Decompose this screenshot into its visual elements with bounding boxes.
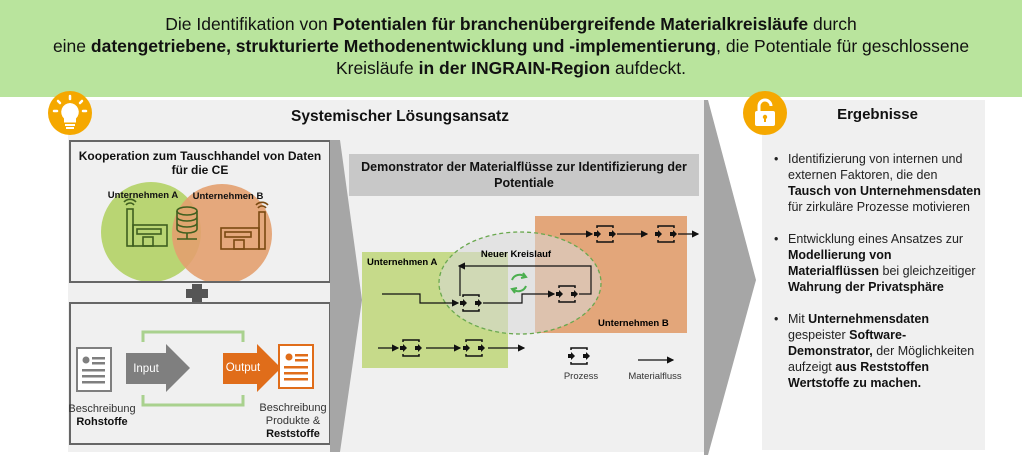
company-a-label: Unternehmen A [367, 257, 438, 268]
legend-flow-label: Materialfluss [628, 371, 682, 382]
text: Identifizierung von internen und externe… [788, 152, 963, 182]
legend-process-icon [567, 347, 591, 365]
bold-text: Tausch von Unternehmensdaten [788, 184, 981, 198]
bold-text: Wahrung der Privatsphäre [788, 280, 944, 294]
text: , die Potentiale für geschlossene [716, 36, 970, 56]
text: aufdeckt. [610, 58, 687, 78]
caption-line: Beschreibung [68, 403, 136, 415]
material-flow-lines [378, 230, 700, 364]
banner-line: eine datengetriebene, strukturierte Meth… [0, 35, 1022, 57]
text: Entwicklung eines Ansatzes zur [788, 232, 964, 246]
product-document-icon [278, 344, 314, 389]
material-flow-diagram: Unternehmen A Unternehmen B Neuer Kreisl… [362, 216, 700, 382]
input-label: Input [133, 363, 159, 375]
input-arrow [126, 344, 190, 392]
legend-process-label: Prozess [564, 371, 599, 382]
bold-text: Modellierung von Materialflüssen [788, 248, 892, 278]
company-a-label: Unternehmen A [108, 190, 179, 201]
result-item: Mit Unternehmensdaten gespeister Softwar… [768, 311, 983, 391]
solution-title: Systemischer Lösungsansatz [291, 108, 509, 125]
factory-b-icon [220, 201, 269, 250]
bold-text: in der INGRAIN-Region [418, 58, 611, 78]
results-title: Ergebnisse [837, 106, 918, 123]
factory-a-icon [123, 198, 168, 247]
new-loop-ellipse [438, 231, 602, 335]
caption-bold: Reststoffe [266, 428, 320, 440]
company-a-circle [101, 182, 201, 281]
headline-banner: Die Identifikation von Potentialen für b… [0, 0, 1022, 97]
products-caption: Beschreibung Produkte & Reststoffe [253, 402, 333, 441]
plus-icon-bar [186, 289, 208, 298]
lightbulb-icon [48, 91, 92, 135]
result-item: Identifizierung von internen und externe… [768, 151, 983, 215]
text: Die Identifikation von [165, 14, 333, 34]
caption-line: Beschreibung [259, 402, 327, 414]
big-chevron-arrow [704, 100, 756, 455]
text: durch [808, 14, 857, 34]
output-arrow [223, 344, 281, 392]
demonstrator-title: Demonstrator der Materialflüsse zur Iden… [349, 154, 699, 196]
caption-line: Produkte & [265, 415, 321, 427]
process-bracket [141, 330, 245, 407]
venn-diagram: Unternehmen A Unternehmen B [101, 182, 272, 281]
company-b-label: Unternehmen B [193, 191, 264, 202]
database-icon [176, 206, 198, 240]
new-loop-label: Neuer Kreislauf [481, 249, 552, 260]
raw-materials-caption: Beschreibung Rohstoffe [62, 403, 142, 429]
banner-line: Die Identifikation von Potentialen für b… [0, 13, 1022, 35]
recycle-icon [510, 272, 528, 294]
cooperation-title: Kooperation zum Tauschhandel von Daten f… [78, 149, 322, 177]
bold-text: Software-Demonstrator, [788, 328, 907, 358]
text: Kreisläufe [335, 58, 419, 78]
output-label: Output [226, 362, 261, 374]
banner-line: Kreisläufe in der INGRAIN-Region aufdeck… [0, 57, 1022, 79]
bold-text: Unternehmensdaten [808, 312, 929, 326]
bold-text: Potentialen für branchenübergreifende Ma… [332, 14, 809, 34]
unlock-icon [743, 91, 787, 135]
company-b-label: Unternehmen B [598, 318, 669, 329]
company-b-circle [172, 184, 272, 281]
chevron-arrow [330, 140, 362, 452]
text: gespeister [788, 328, 850, 342]
results-list: Identifizierung von internen und externe… [768, 151, 983, 407]
bold-text: datengetriebene, strukturierte Methodene… [90, 36, 717, 56]
text: der Möglichkeiten aufzeigt [788, 344, 975, 374]
raw-material-document-icon [76, 347, 112, 392]
bold-text: aus Reststoffen Wertstoffe zu machen. [788, 360, 930, 390]
text: eine [52, 36, 91, 56]
input-output-diagram: Input Output [76, 330, 314, 407]
text: bei gleichzeitiger [879, 264, 976, 278]
text: für zirkuläre Prozesse motivieren [788, 200, 971, 214]
result-item: Entwicklung eines Ansatzes zur Modellier… [768, 231, 983, 295]
caption-bold: Rohstoffe [76, 416, 128, 428]
text: Mit [788, 312, 809, 326]
